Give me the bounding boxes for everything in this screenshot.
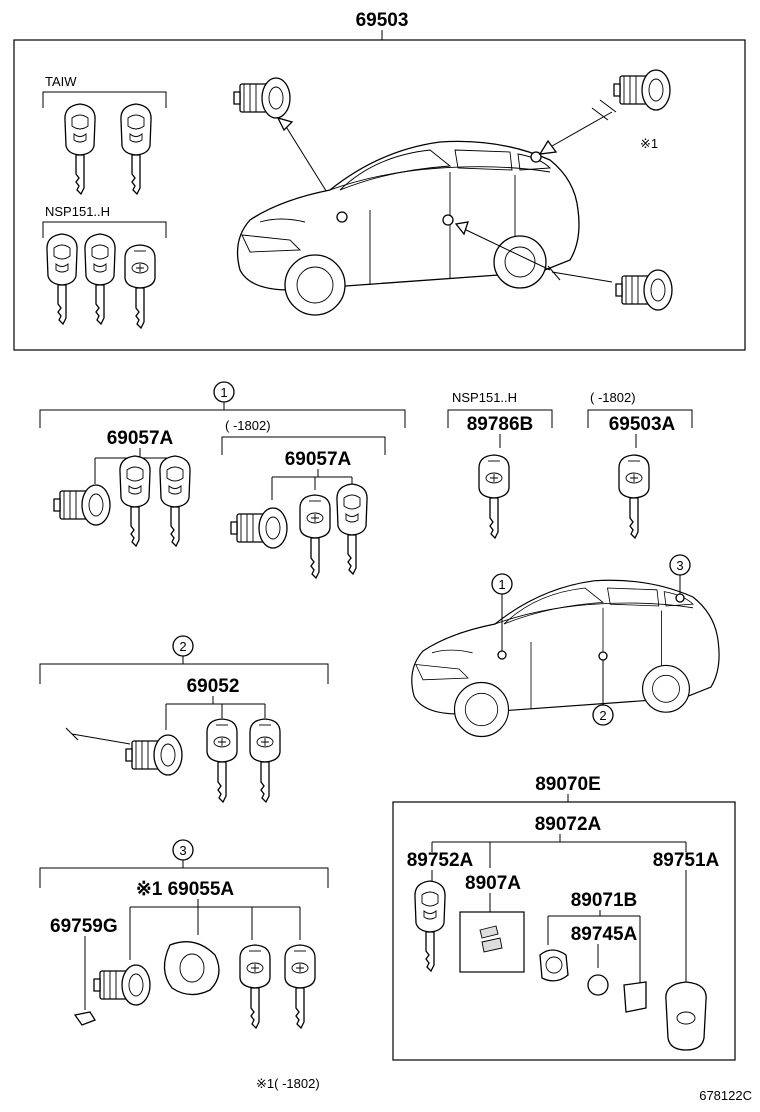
key-icon (284, 944, 316, 1029)
car-callout-2: 2 (599, 708, 606, 723)
kit-right-part-number: 89751A (653, 850, 720, 871)
kit-sub-part-number: 89072A (535, 814, 602, 835)
kit-mid-part-number: 8907A (465, 873, 521, 894)
footnote: ※1( -1802) (256, 1076, 320, 1091)
group1-part-number-a: 69057A (107, 428, 174, 449)
key-icon (46, 233, 78, 325)
key-icon (159, 455, 191, 547)
kit-left-part-number: 89752A (407, 850, 474, 871)
nsp-label: NSP151..H (45, 204, 110, 219)
lock-cylinder-icon (125, 734, 183, 776)
key-icon (120, 103, 152, 195)
group2-callout: 2 (179, 639, 186, 654)
car-callout-1: 1 (498, 577, 505, 592)
lock-cylinder-icon (233, 77, 291, 119)
kit-b1-part-number: 89071B (571, 890, 638, 911)
smart-key-icon (124, 244, 156, 329)
key-b-label: NSP151..H (452, 390, 517, 405)
car-icon (411, 579, 720, 738)
key-icon (239, 944, 271, 1029)
group1-part-number-b: 69057A (285, 449, 352, 470)
key-icon (64, 103, 96, 195)
group1-callout: 1 (220, 385, 227, 400)
smart-key-icon (665, 981, 707, 1051)
key-icon (336, 483, 368, 575)
taiw-label: TAIW (45, 74, 77, 89)
group3-callout: 3 (179, 843, 186, 858)
group2-part-number: 69052 (187, 676, 240, 697)
kit-part-number: 89070E (535, 774, 601, 795)
key-icon (84, 233, 116, 325)
smart-key-icon (478, 454, 510, 539)
key-a-part-number: 69503A (609, 414, 676, 435)
battery-icon (587, 974, 609, 996)
lock-cylinder-icon (93, 964, 151, 1006)
diagram-id: 678122C (699, 1088, 752, 1103)
group3-part-number-a: ※1 69055A (136, 879, 235, 900)
key-icon (299, 494, 331, 579)
car-callout-3: 3 (676, 558, 683, 573)
group3-part-number-b: 69759G (50, 916, 118, 937)
lock-cylinder-icon (53, 484, 111, 526)
key-icon (206, 718, 238, 803)
kit-frame (392, 801, 736, 1061)
group1-paren-label: ( -1802) (225, 418, 271, 433)
top-frame (13, 39, 746, 351)
top-part-number: 69503 (356, 10, 409, 31)
key-icon (249, 718, 281, 803)
car-icon (236, 140, 580, 316)
key-a-label: ( -1802) (590, 390, 636, 405)
key-b-part-number: 89786B (467, 414, 534, 435)
lock-cylinder-icon (615, 269, 673, 311)
smart-key-icon (618, 454, 650, 539)
key-icon (119, 455, 151, 547)
note-mark: ※1 (640, 136, 658, 151)
lock-cylinder-icon (230, 507, 288, 549)
key-icon (414, 880, 446, 972)
lock-cylinder-icon (613, 69, 671, 111)
kit-b2-part-number: 89745A (571, 924, 638, 945)
